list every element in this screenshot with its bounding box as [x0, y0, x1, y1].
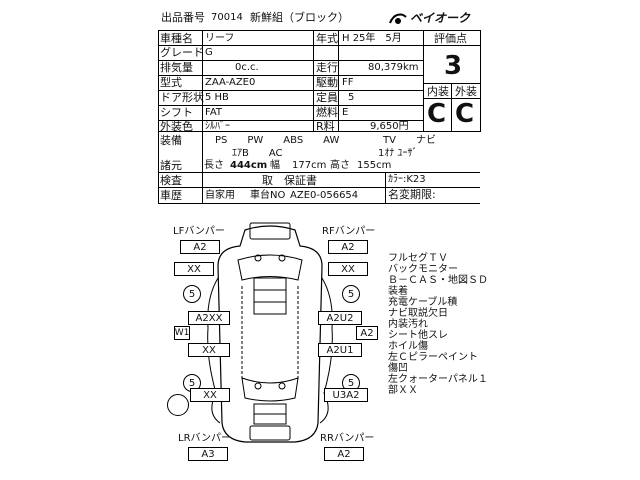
left-quarter-code: XX: [190, 388, 230, 402]
brand-logo-icon: [388, 11, 408, 27]
tax-label: R料: [316, 120, 335, 133]
equipment-row1: PS PW ABS AW: [215, 135, 340, 146]
left-front-door-code: A2XX: [188, 311, 230, 325]
right-front-door-code: A2U2: [318, 311, 362, 325]
height-label: 高さ: [330, 160, 350, 171]
type-label: 型式: [160, 76, 182, 89]
mileage-value: 80,379km: [368, 62, 419, 73]
interior-score: C: [427, 99, 447, 129]
exterior-label: 外装: [455, 85, 477, 98]
color-code: ｶﾗｰ:K23: [388, 174, 426, 185]
capacity-value: 5: [348, 92, 355, 103]
note-item: ホイル傷: [388, 341, 428, 352]
inspection-label: 検査: [160, 174, 182, 187]
rating-value: 3: [444, 51, 463, 81]
note-item: 内装汚れ: [388, 319, 428, 330]
left-rear-door-code: XX: [188, 343, 230, 357]
type-value: ZAA-AZE0: [205, 77, 256, 88]
interior-label: 内装: [427, 85, 449, 98]
lot-label: 出品番号: [161, 11, 205, 24]
length-value: 444cm: [230, 160, 268, 171]
year-label: 年式: [316, 32, 338, 45]
rating-label: 評価点: [434, 32, 467, 45]
chassis-value: AZE0-056654: [290, 190, 359, 201]
right-a2-code: A2: [356, 326, 378, 340]
inspection-value: 取 保証書: [262, 174, 317, 187]
model-value: リーフ: [205, 33, 235, 44]
note-item: 左Ｃピラーペイント: [388, 352, 478, 363]
color-value: ｼﾙﾊﾞｰ: [205, 121, 230, 132]
length-label: 長さ: [204, 160, 224, 171]
height-value: 155cm: [357, 160, 392, 171]
shift-label: シフト: [160, 106, 193, 119]
left-rear-marker-icon: [167, 394, 189, 416]
right-rear-door-code: A2U1: [318, 343, 362, 357]
name-change-deadline: 名変期限:: [388, 188, 436, 201]
fuel-value: E: [342, 107, 349, 118]
shift-value: FAT: [205, 107, 223, 118]
lr-bumper-code: A3: [188, 447, 228, 461]
note-item: フルセグＴＶ: [388, 253, 448, 264]
note-item: バックモニター: [388, 264, 458, 275]
mileage-label: 走行: [316, 61, 338, 74]
left-front-fender-code: XX: [174, 262, 214, 276]
car-diagram: [207, 222, 333, 443]
displacement-value: 0c.c.: [235, 62, 259, 73]
color-label: 外装色: [160, 120, 193, 133]
rf-bumper-label: RFバンパー: [322, 226, 376, 237]
note-item: ナビ取説欠日: [388, 308, 448, 319]
grade-label: グレード: [160, 46, 204, 59]
note-item: 左クォーターパネル１: [388, 374, 488, 385]
lr-bumper-label: LRバンパー: [178, 433, 232, 444]
right-front-fender-code: XX: [328, 262, 368, 276]
left-front-tire: 5: [183, 285, 201, 303]
lf-bumper-code: A2: [180, 240, 220, 254]
equipment-row2: ｴｱB AC: [232, 148, 283, 159]
equipment-row1-right: TV ナビ: [383, 135, 436, 146]
rr-bumper-label: RRバンパー: [320, 433, 375, 444]
rf-bumper-code: A2: [328, 240, 368, 254]
note-item: 傷凹: [388, 363, 408, 374]
note-item: 充電ケーブル積: [388, 297, 458, 308]
drive-value: FF: [342, 77, 354, 88]
note-item: シート他スレ: [388, 330, 448, 341]
notes-list: フルセグＴＶ バックモニター Ｂ－ＣＡＳ・地図ＳＤ 装着 充電ケーブル積 ナビ取…: [388, 253, 508, 396]
tax-value: 9,650円: [370, 121, 409, 132]
right-front-tire: 5: [342, 285, 360, 303]
left-w1-code: W1: [174, 326, 190, 340]
lot-note: 新鮮組（ブロック）: [250, 11, 349, 24]
history-label: 車歴: [160, 189, 182, 202]
grade-value: G: [205, 47, 213, 58]
capacity-label: 定員: [316, 91, 338, 104]
displacement-label: 排気量: [160, 61, 193, 74]
note-item: Ｂ－ＣＡＳ・地図ＳＤ: [388, 275, 488, 286]
fuel-label: 燃料: [316, 106, 338, 119]
equipment-label: 装備: [160, 134, 182, 147]
lot-number: 70014: [211, 12, 243, 23]
chassis-label: 車台NO: [250, 190, 286, 201]
doors-value: 5 HB: [205, 92, 229, 103]
note-item: 部ＸＸ: [388, 385, 418, 396]
lf-bumper-label: LFバンパー: [173, 226, 225, 237]
right-quarter-code: U3A2: [324, 388, 368, 402]
brand-name: ベイオーク: [410, 11, 471, 25]
drive-label: 駆動: [316, 76, 338, 89]
width-value: 177cm: [292, 160, 327, 171]
dims-label: 諸元: [160, 159, 182, 172]
width-label: 幅: [270, 160, 280, 171]
exterior-score: C: [455, 99, 475, 129]
equipment-row2-right: 1ｵﾅ ﾕｰｻﾞ: [378, 148, 418, 159]
history-value: 自家用: [205, 190, 235, 201]
rr-bumper-code: A2: [324, 447, 364, 461]
year-value: H 25年 5月: [342, 33, 402, 44]
doors-label: ドア形状: [160, 91, 204, 104]
note-item: 装着: [388, 286, 408, 297]
model-label: 車種名: [160, 32, 193, 45]
